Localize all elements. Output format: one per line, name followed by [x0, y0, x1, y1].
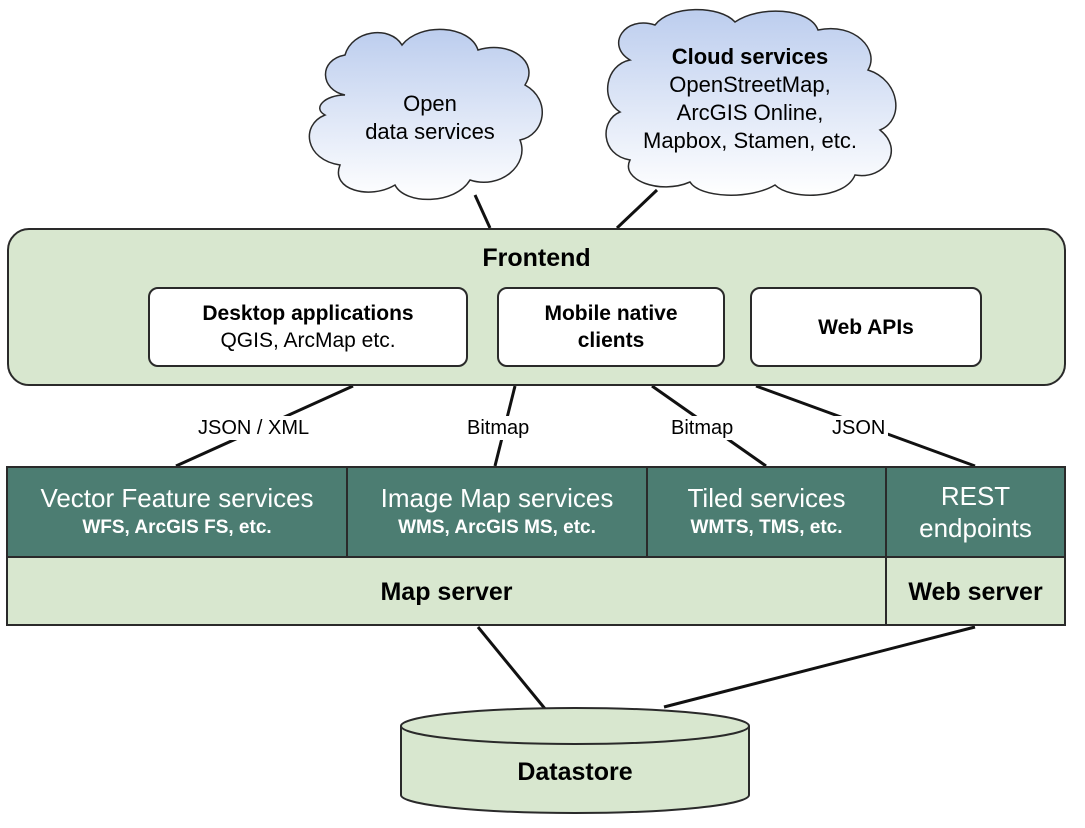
cloud-services-cloud-shape [605, 8, 897, 196]
vector-feature-services-subtitle: WFS, ArcGIS FS, etc. [82, 517, 272, 538]
cloud-services-line2: ArcGIS Online, [676, 100, 824, 125]
desktop-applications-subtitle: QGIS, ArcMap etc. [220, 329, 396, 352]
web-apis-box: Web APIs [750, 287, 982, 367]
cloud-services-line1: OpenStreetMap, [669, 72, 831, 97]
open-data-cloud-shape [308, 28, 543, 201]
rest-endpoints-box: REST endpoints [887, 468, 1064, 556]
web-apis-title: Web APIs [818, 315, 914, 339]
connector-cloud-services-frontend [615, 188, 659, 230]
tiled-services-title: Tiled services [687, 483, 846, 513]
desktop-applications-box: Desktop applications QGIS, ArcMap etc. [148, 287, 468, 367]
connector-web-server-datastore [663, 625, 976, 709]
divider-vector-image [346, 468, 348, 556]
cloud-services-cloud: Cloud services OpenStreetMap, ArcGIS Onl… [615, 40, 885, 158]
divider-services-servers [8, 556, 1064, 558]
connection-label-json-xml: JSON / XML [195, 416, 313, 440]
connector-open-data-frontend [473, 194, 492, 229]
open-data-line2: data services [365, 119, 495, 144]
connection-label-bitmap-1: Bitmap [464, 416, 533, 440]
divider-image-tiled [646, 468, 648, 556]
connection-label-json: JSON [829, 416, 889, 440]
datastore-cylinder [400, 707, 750, 814]
rest-endpoints-line2: endpoints [919, 513, 1032, 543]
map-server-label: Map server [380, 577, 513, 606]
vector-feature-services-box: Vector Feature services WFS, ArcGIS FS, … [8, 468, 346, 556]
rest-endpoints-line1: REST [940, 481, 1011, 511]
vector-feature-services-title: Vector Feature services [40, 483, 314, 513]
tiled-services-box: Tiled services WMTS, TMS, etc. [648, 468, 885, 556]
mobile-native-line1: Mobile native [544, 302, 678, 325]
image-map-services-box: Image Map services WMS, ArcGIS MS, etc. [348, 468, 646, 556]
frontend-title: Frontend [482, 243, 591, 272]
open-data-line1: Open [403, 91, 457, 116]
connection-label-bitmap-2: Bitmap [668, 416, 737, 440]
open-data-cloud: Open data services [340, 88, 520, 148]
image-map-services-subtitle: WMS, ArcGIS MS, etc. [398, 517, 596, 538]
divider-map-web-server [885, 468, 887, 626]
desktop-applications-title: Desktop applications [202, 302, 414, 325]
connector-map-server-datastore [476, 626, 548, 711]
tiled-services-subtitle: WMTS, TMS, etc. [690, 517, 843, 538]
cloud-services-line3: Mapbox, Stamen, etc. [643, 128, 857, 153]
mobile-native-clients-box: Mobile native clients [497, 287, 725, 367]
mobile-native-line2: clients [577, 329, 645, 352]
image-map-services-title: Image Map services [380, 483, 614, 513]
web-server-label: Web server [908, 577, 1043, 606]
cloud-services-title: Cloud services [671, 44, 829, 69]
datastore-label: Datastore [517, 757, 633, 786]
